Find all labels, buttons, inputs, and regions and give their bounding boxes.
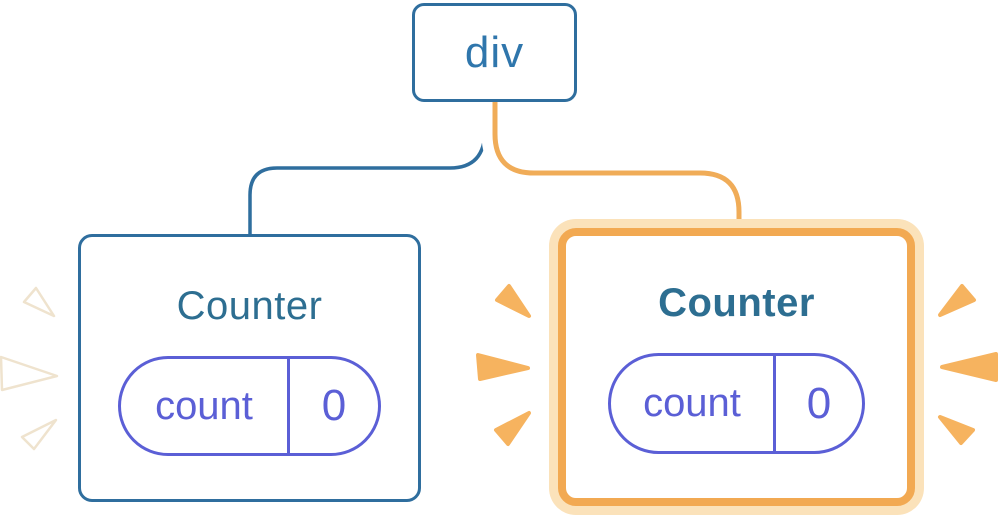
sparkle-wedge	[20, 418, 58, 451]
state-key-label: count	[643, 381, 741, 425]
inactive-sparkle-burst	[0, 286, 59, 451]
counter-title: Counter	[658, 281, 815, 325]
state-pill: count 0	[118, 356, 381, 456]
connector-to-right-counter-line	[492, 100, 742, 226]
counter-card-left: Counter count 0	[78, 234, 421, 502]
sparkle-wedge	[938, 415, 975, 445]
counter-title: Counter	[176, 284, 323, 328]
sparkle-wedge	[22, 286, 56, 318]
root-node: div	[412, 3, 577, 102]
state-value: 0	[287, 359, 378, 453]
sparkle-wedge	[494, 411, 531, 446]
connector-to-right-counter-casing	[481, 100, 753, 226]
root-node-label: div	[464, 27, 525, 77]
state-pill: count 0	[608, 353, 865, 454]
sparkle-wedge	[0, 355, 59, 392]
sparkle-wedge	[940, 352, 998, 382]
counter-card-right-highlighted: Counter count 0	[558, 228, 915, 506]
connector-to-left-counter	[248, 100, 487, 235]
sparkle-wedge	[938, 284, 976, 317]
sparkle-wedge	[476, 353, 530, 381]
active-sparkle-burst-right	[938, 284, 998, 445]
active-sparkle-burst-left	[476, 284, 531, 446]
state-value: 0	[773, 356, 862, 451]
state-key-label: count	[155, 383, 253, 428]
sparkle-wedge	[495, 284, 531, 318]
